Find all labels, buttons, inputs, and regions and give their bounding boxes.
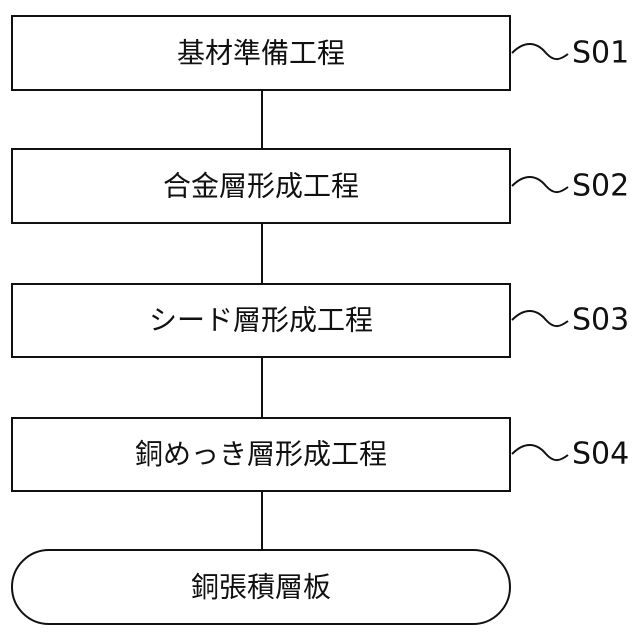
step-s01-label: 基材準備工程 (177, 37, 345, 70)
step-s04-code: S04 (572, 437, 629, 472)
step-s03-code: S03 (572, 303, 629, 338)
step-s04-label: 銅めっき層形成工程 (135, 438, 387, 471)
terminal-label: 銅張積層板 (191, 571, 331, 604)
step-s03: シード層形成工程 S03 (12, 284, 629, 357)
step-s03-leader (512, 311, 568, 326)
step-s02-label: 合金層形成工程 (163, 170, 359, 203)
step-s01: 基材準備工程 S01 (12, 16, 629, 90)
step-s03-label: シード層形成工程 (149, 304, 373, 337)
step-s01-leader (512, 44, 568, 59)
step-s02-code: S02 (572, 169, 629, 204)
step-s04: 銅めっき層形成工程 S04 (12, 418, 629, 491)
step-s02-leader (512, 177, 568, 192)
step-s04-leader (512, 445, 568, 460)
step-s01-code: S01 (572, 36, 629, 71)
step-s02: 合金層形成工程 S02 (12, 149, 629, 223)
terminal-node: 銅張積層板 (12, 550, 510, 624)
